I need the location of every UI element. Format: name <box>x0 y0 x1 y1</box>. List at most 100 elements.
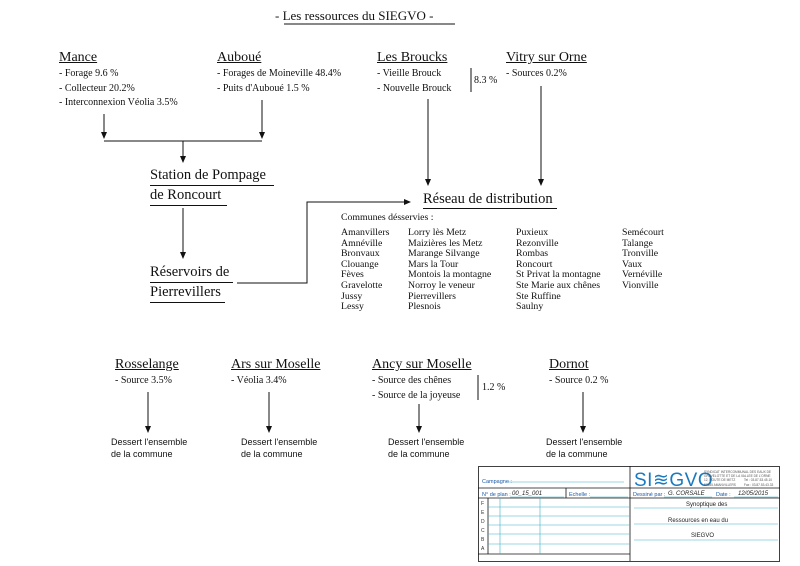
broucks-heading: Les Broucks <box>377 50 448 65</box>
caption-line-3: SIEGVO <box>691 533 715 539</box>
result-line: Dessert l'ensemble <box>111 437 188 447</box>
result-line: Dessert l'ensemble <box>388 437 465 447</box>
mance-item: - Forage 9.6 % <box>59 68 119 79</box>
org-phone: Tel : 03.87.53.45.10 Fax : 03.87.53.43.3… <box>744 478 773 486</box>
reservoir-line2: Pierrevillers <box>150 283 225 303</box>
siegvo-logo: SI≋GVO <box>634 470 714 491</box>
commune: Amnéville <box>341 237 383 249</box>
commune: Gravelotte <box>341 279 383 291</box>
result-line: Dessert l'ensemble <box>546 437 623 447</box>
commune: Tronville <box>622 248 659 260</box>
commune: Amanvillers <box>341 227 390 238</box>
plan-label: N° de plan : <box>482 492 511 498</box>
org-line: 12, ROUTE DE METZ <box>704 478 736 483</box>
commune: Lessy <box>341 301 364 313</box>
communes-col-1: Amanvillers Amnéville Bronvaux Clouange … <box>341 227 390 313</box>
result-line: de la commune <box>388 449 450 459</box>
reseau-heading: Réseau de distribution <box>423 190 557 209</box>
result-line: de la commune <box>241 449 303 459</box>
commune: Jussy <box>341 290 363 302</box>
rosselange-result: Dessert l'ensemble de la commune <box>111 436 187 460</box>
page-title: - Les ressources du SIEGVO - <box>275 8 434 23</box>
phone-line: Tel : 03.87.53.45.10 <box>744 478 772 483</box>
plan-value: 00_15_001 <box>512 491 543 497</box>
mance-list: - Forage 9.6 % - Collecteur 20.2% - Inte… <box>59 67 178 111</box>
communes-col-3: Puxieux Rezonville Rombas Roncourt St Pr… <box>516 227 601 313</box>
ars-list: - Véolia 3.4% <box>231 374 287 389</box>
caption-line-2: Ressources en eau du <box>668 518 729 524</box>
commune: Vaux <box>622 258 643 270</box>
reservoir-line1: Réservoirs de <box>150 263 234 283</box>
mance-item: - Collecteur 20.2% <box>59 82 135 94</box>
dessine-value: G. CORSALE <box>668 491 705 497</box>
echelle-label: Echelle : <box>569 492 591 498</box>
commune: Mars la Tour <box>408 258 459 270</box>
org-address: SYNDICAT INTERCOMMUNAL DES EAUX DE GRAVE… <box>704 470 771 487</box>
station-line1: Station de Pompage <box>150 166 274 186</box>
commune: Vionville <box>622 279 659 291</box>
communes-col-4: Semécourt Talange Tronville Vaux Vernévi… <box>622 227 664 292</box>
ancy-share: 1.2 % <box>482 382 506 393</box>
ars-result: Dessert l'ensemble de la commune <box>241 436 317 460</box>
auboue-heading: Auboué <box>217 50 262 65</box>
org-line: SYNDICAT INTERCOMMUNAL DES EAUX DE <box>704 470 772 474</box>
commune: Montois la montagne <box>408 269 492 281</box>
commune: Ste Marie aux chênes <box>516 279 601 291</box>
commune: Pierrevillers <box>408 290 456 302</box>
commune: Vernéville <box>622 269 663 281</box>
campagne-label: Campagne : <box>482 479 512 485</box>
dornot-item: - Source 0.2 % <box>549 375 609 386</box>
broucks-share: 8.3 % <box>474 75 498 86</box>
commune: Puxieux <box>516 227 549 238</box>
dornot-list: - Source 0.2 % <box>549 374 608 389</box>
dessine-label: Dessiné par : <box>633 492 666 498</box>
station-line2: de Roncourt <box>150 186 228 206</box>
communes-col-2: Lorry lès Metz Maizières les Metz Marang… <box>408 227 492 313</box>
auboue-item: - Forages de Moineville 48.4% <box>217 68 342 79</box>
commune: Lorry lès Metz <box>408 227 467 238</box>
org-line: GRAVELOTTE ET DE LA VALLEE DE L'ORNE <box>704 474 771 479</box>
commune: Roncourt <box>516 258 553 270</box>
phone-line: Fax : 03.87.53.43.33 <box>744 482 774 487</box>
rev-letter: B <box>481 537 485 543</box>
dornot-result: Dessert l'ensemble de la commune <box>546 436 622 460</box>
commune: Ste Ruffine <box>516 290 561 302</box>
title-block-grid <box>478 466 780 562</box>
rev-letter: F <box>481 501 485 507</box>
ancy-item: - Source des chênes <box>372 375 452 386</box>
commune: Clouange <box>341 258 379 270</box>
mance-item: - Interconnexion Véolia 3.5% <box>59 97 178 108</box>
vitry-heading: Vitry sur Orne <box>506 50 587 65</box>
dornot-heading: Dornot <box>549 357 589 372</box>
reservoir-label: Réservoirs de Pierrevillers <box>150 263 234 303</box>
commune: Semécourt <box>622 227 664 238</box>
auboue-item: - Puits d'Auboué 1.5 % <box>217 82 310 94</box>
commune: Plesnois <box>408 301 441 313</box>
ancy-result: Dessert l'ensemble de la commune <box>388 436 464 460</box>
reservoir-reseau-arrow <box>237 199 411 284</box>
ancy-list: - Source des chênes - Source de la joyeu… <box>372 374 460 403</box>
commune: Maizières les Metz <box>408 237 483 249</box>
commune: Fèves <box>341 269 364 281</box>
commune: Saulny <box>516 301 544 313</box>
result-line: de la commune <box>111 449 173 459</box>
commune: Talange <box>622 237 653 249</box>
rev-letter: A <box>481 546 485 552</box>
mance-heading: Mance <box>59 50 98 65</box>
date-label: Date : <box>716 492 731 498</box>
result-line: de la commune <box>546 449 608 459</box>
ancy-item: - Source de la joyeuse <box>372 389 461 401</box>
vitry-list: - Sources 0.2% <box>506 67 567 82</box>
broucks-item: - Vieille Brouck <box>377 68 442 79</box>
rosselange-list: - Source 3.5% <box>115 374 172 389</box>
commune: Bronvaux <box>341 248 380 260</box>
rosselange-heading: Rosselange <box>115 357 179 372</box>
commune: St Privat la montagne <box>516 269 601 281</box>
rev-letter: E <box>481 510 485 516</box>
result-line: Dessert l'ensemble <box>241 437 318 447</box>
ancy-heading: Ancy sur Moselle <box>372 357 472 372</box>
communes-label: Communes désservies : <box>341 212 434 223</box>
auboue-list: - Forages de Moineville 48.4% - Puits d'… <box>217 67 341 96</box>
commune: Rezonville <box>516 237 559 249</box>
commune: Marange Silvange <box>408 248 480 260</box>
